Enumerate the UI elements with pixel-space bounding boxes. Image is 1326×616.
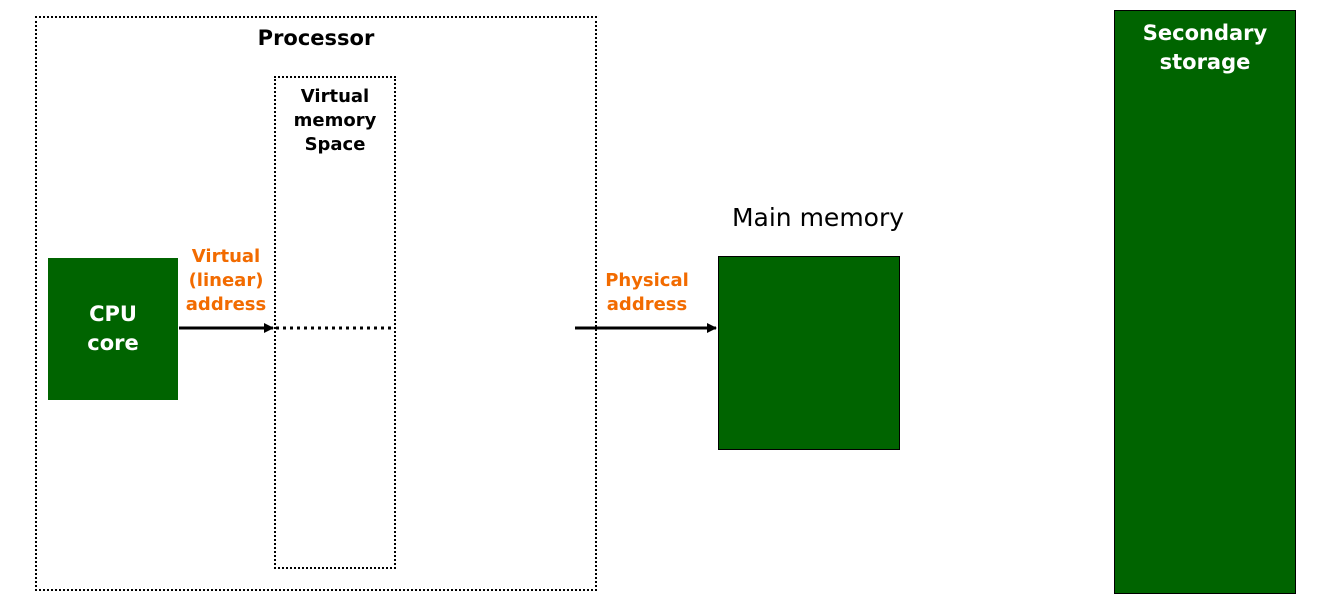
- secondary-storage-label-line-1: Secondary: [1142, 21, 1268, 45]
- physical-address-label-line-2: address: [606, 294, 688, 315]
- main-memory-block: [718, 256, 900, 450]
- cpu-core-block: CPU core: [48, 258, 178, 400]
- secondary-storage-label-line-2: storage: [1159, 50, 1251, 74]
- main-memory-label: Main memory: [731, 203, 905, 232]
- processor-boundary: [35, 16, 597, 591]
- physical-address-label-line-1: Physical: [605, 270, 689, 291]
- secondary-storage-block: Secondary storage: [1114, 10, 1296, 594]
- virtual-address-label-line-1: Virtual: [191, 246, 261, 267]
- virtual-address-label: Virtual (linear) address: [175, 245, 277, 317]
- virtual-memory-space-label: Virtual memory Space: [274, 85, 396, 157]
- virtual-memory-space-label-line-3: Space: [304, 134, 366, 155]
- virtual-memory-space-label-line-2: memory: [293, 110, 377, 131]
- virtual-memory-space-label-line-1: Virtual: [300, 86, 370, 107]
- physical-address-label: Physical address: [596, 269, 698, 317]
- virtual-address-label-line-2: (linear): [188, 270, 264, 291]
- virtual-address-label-line-3: address: [185, 294, 267, 315]
- virtual-memory-space-boundary: [274, 76, 396, 569]
- cpu-core-label-line-1: CPU: [89, 302, 137, 326]
- cpu-core-label-line-2: core: [87, 331, 139, 355]
- processor-title: Processor: [257, 26, 375, 50]
